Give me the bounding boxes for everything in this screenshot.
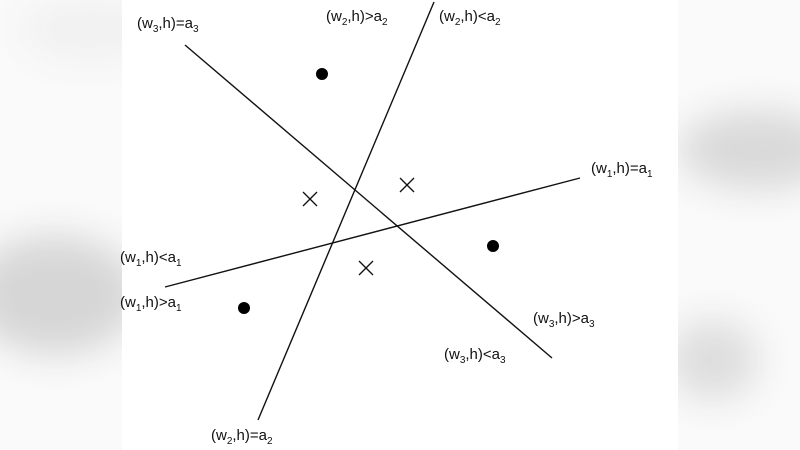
blur-shape xyxy=(678,110,800,190)
cross-marker xyxy=(302,191,318,207)
line-w1 xyxy=(164,177,581,288)
left-blurred-margin xyxy=(0,0,122,450)
label-w2-less-a2: (w2,h)<a2 xyxy=(439,8,501,28)
label-w3-greater-a3: (w3,h)>a3 xyxy=(533,310,595,330)
label-w2-equals-a2: (w2,h)=a2 xyxy=(211,427,273,447)
label-w3-less-a3: (w3,h)<a3 xyxy=(444,346,506,366)
right-blurred-margin xyxy=(678,0,800,450)
label-w3-equals-a3: (w3,h)=a3 xyxy=(137,15,199,35)
label-w1-equals-a1: (w1,h)=a1 xyxy=(591,160,653,180)
blur-shape xyxy=(678,320,758,400)
label-w1-greater-a1: (w1,h)>a1 xyxy=(120,294,182,314)
line-w2 xyxy=(257,1,435,421)
blur-shape xyxy=(0,235,122,355)
cross-marker xyxy=(399,177,415,193)
blur-shape xyxy=(20,0,122,60)
line-w3 xyxy=(184,44,553,359)
label-w2-greater-a2: (w2,h)>a2 xyxy=(326,8,388,28)
dot-marker xyxy=(238,302,250,314)
cross-marker xyxy=(358,260,374,276)
dot-marker xyxy=(487,240,499,252)
label-w1-less-a1: (w1,h)<a1 xyxy=(120,249,182,269)
dot-marker xyxy=(316,68,328,80)
